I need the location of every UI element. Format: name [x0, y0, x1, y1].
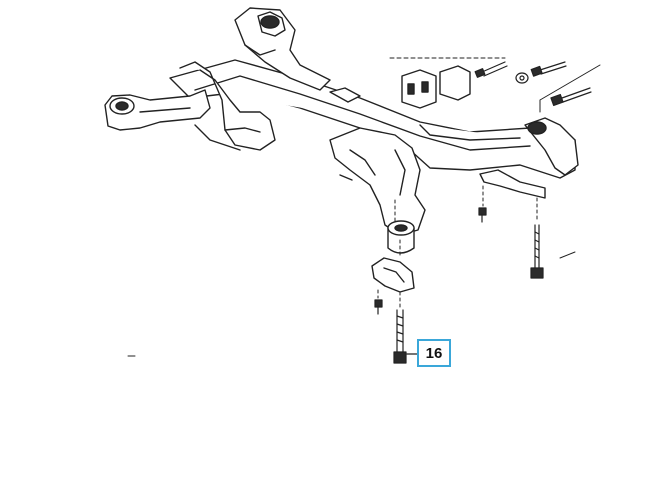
mount-rubber-block: [401, 65, 471, 109]
fastener-bolts: [374, 61, 592, 364]
right-bracket-plate: [479, 169, 546, 199]
callout-16[interactable]: 16: [417, 339, 451, 367]
front-arm-member: [234, 7, 331, 91]
callout-number: 16: [425, 344, 443, 362]
rear-bushing: [387, 220, 415, 254]
reference-lines: [127, 57, 601, 357]
left-side-frame: [179, 61, 276, 151]
center-bracket: [329, 127, 426, 236]
left-arm-bushing: [104, 89, 211, 131]
lower-bracket-plate: [371, 257, 415, 293]
rear-cross-member: [169, 59, 576, 179]
right-mount: [524, 117, 579, 176]
